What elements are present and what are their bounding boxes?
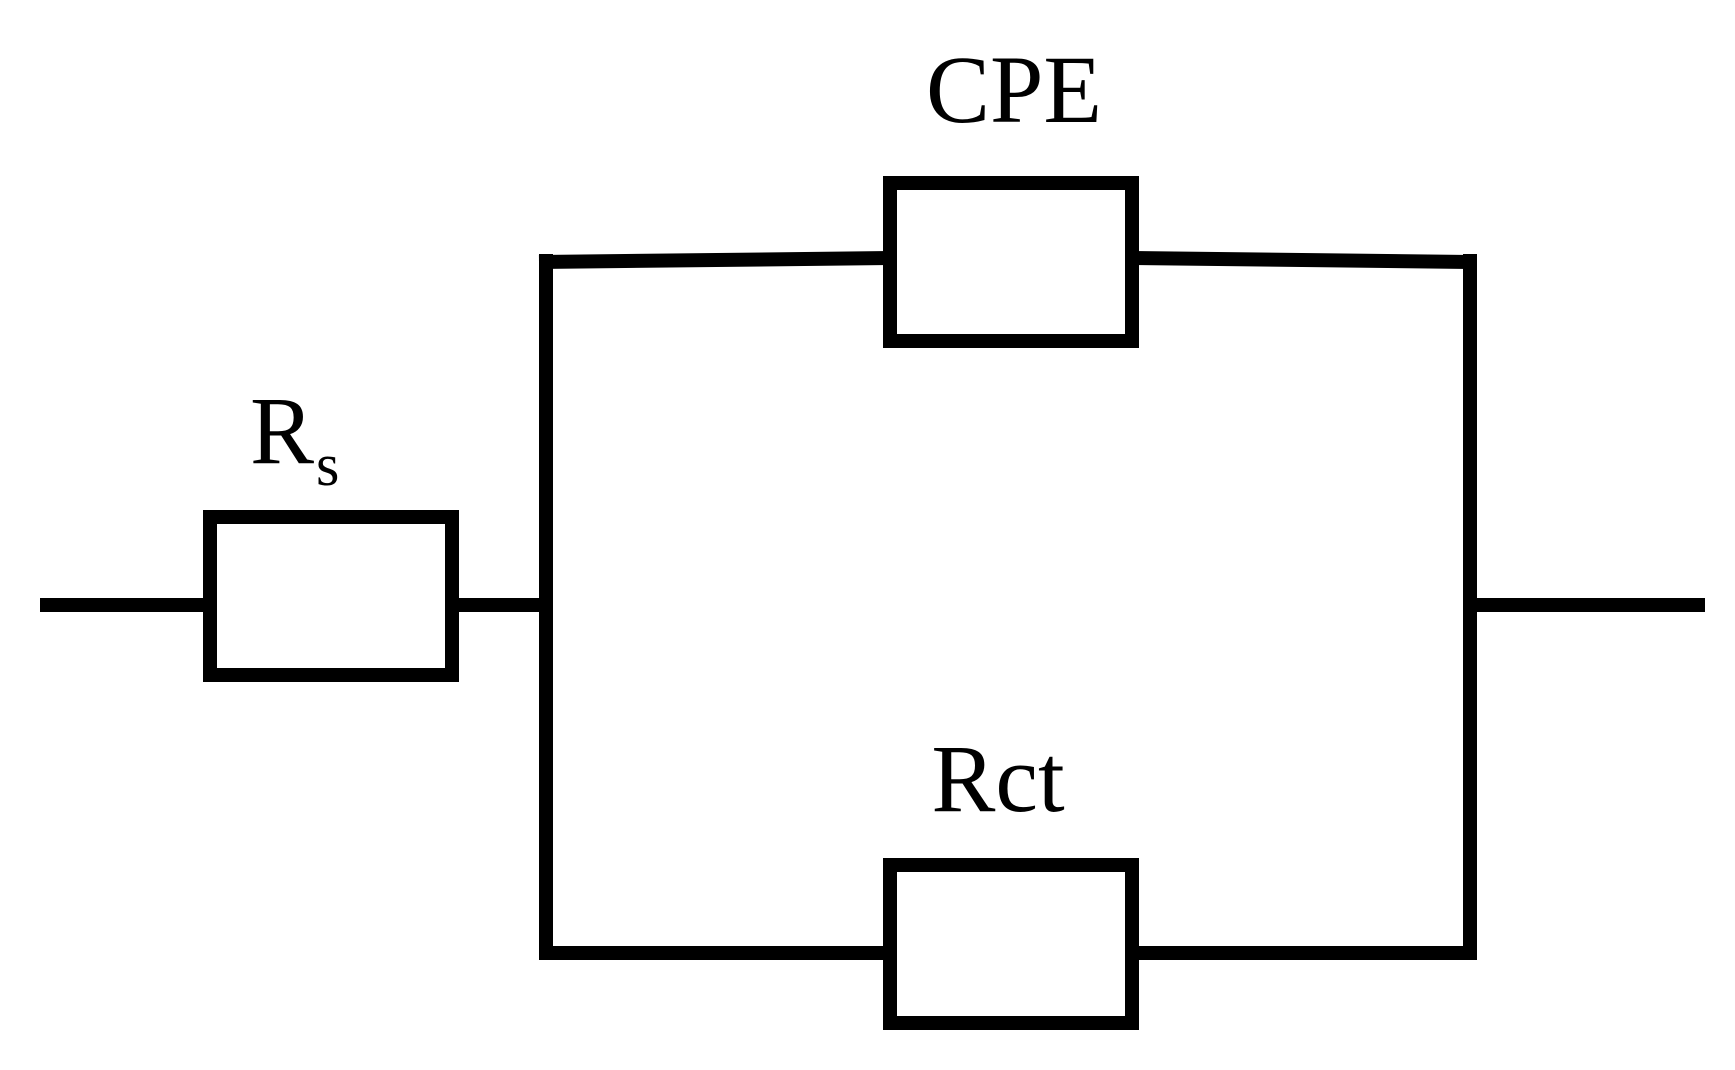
label-rs: Rs bbox=[250, 377, 339, 498]
label-rs-subscript: s bbox=[316, 432, 339, 498]
label-rct: Rct bbox=[931, 725, 1065, 832]
element-cpe bbox=[883, 176, 1139, 348]
resistor-rct bbox=[883, 858, 1139, 1030]
wire-top-right bbox=[1131, 251, 1471, 269]
resistor-rs bbox=[203, 510, 459, 682]
wire-top-left bbox=[538, 251, 891, 269]
label-rs-main: R bbox=[250, 377, 314, 484]
label-cpe: CPE bbox=[926, 36, 1102, 143]
